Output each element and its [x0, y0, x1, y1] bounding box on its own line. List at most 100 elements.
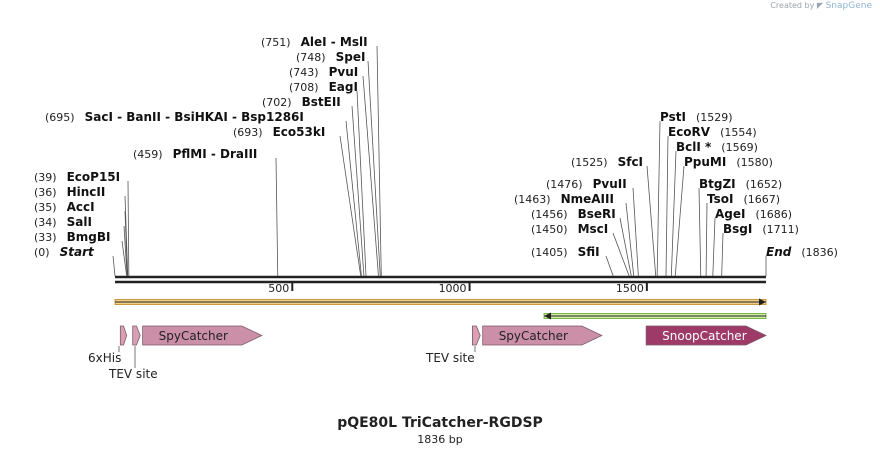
site-enzyme-name: Start: [60, 245, 95, 259]
site-position: (36): [34, 186, 57, 199]
site-leader-line: [665, 135, 669, 277]
snapgene-logo-icon: ◤: [816, 1, 824, 10]
site-position: (1667): [743, 193, 780, 206]
site-leader-line: [705, 202, 708, 277]
site-leader-line: [127, 180, 130, 277]
site-enzyme-name: TsoI: [707, 192, 733, 206]
strand-arrowhead-icon: [544, 312, 552, 320]
feature-label: SpyCatcher: [159, 329, 228, 343]
site-enzyme-name: SfcI: [618, 155, 643, 169]
site-enzyme-name: BseRI: [578, 207, 616, 221]
site-position: (695): [45, 111, 75, 124]
site-leader-line: [376, 45, 382, 277]
restriction-site-label: PpuMI(1580): [684, 155, 773, 169]
site-leader-line: [362, 75, 379, 277]
restriction-site-label: (1525) SfcI: [571, 155, 643, 169]
site-leader-line: [698, 187, 702, 277]
site-leader-line: [367, 60, 381, 277]
site-enzyme-name: PflMI - DraIII: [173, 147, 258, 161]
restriction-site-label: (35) AccI: [34, 200, 95, 214]
site-leader-line: [345, 120, 362, 277]
feature-arrow: [472, 325, 481, 346]
feature-external-label: TEV site: [425, 351, 475, 365]
restriction-site-label: (1450)MscI: [531, 222, 608, 236]
site-position: (1652): [746, 178, 783, 191]
restriction-site-label: (1405)SfiI: [531, 245, 600, 259]
site-position: (1686): [755, 208, 792, 221]
brand-name: SnapGene: [825, 1, 872, 11]
restriction-site-label: (0)Start: [34, 245, 95, 259]
site-leader-line: [625, 202, 635, 277]
restriction-site-label: (695) SacI - BanII - BsiHKAI - Bsp1286I: [45, 110, 304, 124]
site-leader-line: [124, 195, 129, 277]
site-enzyme-name: AccI: [67, 200, 95, 214]
site-enzyme-name: BstEII: [302, 95, 341, 109]
site-leader-line: [632, 187, 639, 277]
restriction-site-label: (708)EagI: [289, 80, 358, 94]
restriction-site-label: (33)BmgBI: [34, 230, 110, 244]
site-position: (693): [233, 126, 263, 139]
brand-prefix: Created by: [770, 1, 815, 10]
site-leader-line: [712, 217, 716, 277]
restriction-site-label: (459) PflMI - DraIII: [133, 147, 257, 161]
restriction-site-label: End(1836): [766, 245, 838, 259]
plasmid-size: 1836 bp: [417, 433, 463, 446]
site-leader-line: [721, 232, 724, 277]
restriction-site-label: PstI (1529): [660, 110, 733, 124]
restriction-site-label: (1476)PvuII: [546, 177, 627, 191]
feature-external-label: TEV site: [108, 367, 158, 381]
site-position: (1569): [721, 141, 758, 154]
feature-arrow: [645, 325, 767, 346]
ruler-tick-label: 1000: [439, 282, 467, 295]
site-enzyme-name: End: [766, 245, 792, 259]
restriction-site-label: (36)HincII: [34, 185, 105, 199]
feature-arrow: [142, 325, 263, 346]
restriction-site-label: BclI * (1569): [676, 140, 758, 154]
restriction-site-label: (743)PvuI: [289, 65, 358, 79]
site-enzyme-name: NmeAIII: [561, 192, 614, 206]
site-position: (35): [34, 201, 57, 214]
site-enzyme-name: SalI: [67, 215, 92, 229]
site-position: (1463): [514, 193, 551, 206]
site-enzyme-name: SacI - BanII - BsiHKAI - Bsp1286I: [85, 110, 304, 124]
restriction-site-label: (693) Eco53kI: [233, 125, 325, 139]
site-leader-line: [121, 240, 128, 277]
restriction-site-label: (39)EcoP15I: [34, 170, 120, 184]
site-position: (748): [296, 51, 326, 64]
site-enzyme-name: EcoRV: [668, 125, 711, 139]
site-leader-line: [605, 255, 614, 277]
site-leader-line: [619, 217, 632, 277]
site-position: (33): [34, 231, 57, 244]
restriction-site-label: TsoI (1667): [707, 192, 780, 206]
site-position: (1711): [762, 223, 799, 236]
site-position: (1529): [696, 111, 733, 124]
site-position: (751): [261, 36, 291, 49]
site-enzyme-name: BtgZI: [699, 177, 736, 191]
site-position: (1525): [571, 156, 608, 169]
restriction-site-label: BtgZI (1652): [699, 177, 782, 191]
feature-label: SnoopCatcher: [662, 329, 747, 343]
site-position: (34): [34, 216, 57, 229]
site-leader-line: [674, 165, 685, 277]
strand-arrowhead-icon: [759, 298, 766, 306]
site-enzyme-name: AleI - MslI: [301, 35, 368, 49]
site-enzyme-name: BclI *: [676, 140, 712, 154]
site-leader-line: [123, 225, 128, 277]
site-enzyme-name: Eco53kI: [273, 125, 326, 139]
site-position: (743): [289, 66, 319, 79]
site-enzyme-name: PstI: [660, 110, 686, 124]
feature-arrow: [132, 325, 141, 346]
site-enzyme-name: MscI: [578, 222, 609, 236]
restriction-site-label: (748)SpeI: [296, 50, 365, 64]
restriction-site-label: EcoRV(1554): [668, 125, 757, 139]
site-enzyme-name: SfiI: [578, 245, 600, 259]
site-leader-line: [356, 90, 367, 277]
site-enzyme-name: BsgI: [723, 222, 752, 236]
site-leader-line: [612, 232, 630, 277]
site-position: (459): [133, 148, 163, 161]
site-leader-line: [351, 105, 365, 277]
site-leader-line: [670, 150, 677, 277]
site-enzyme-name: EagI: [329, 80, 358, 94]
restriction-site-label: (1456)BseRI: [531, 207, 616, 221]
